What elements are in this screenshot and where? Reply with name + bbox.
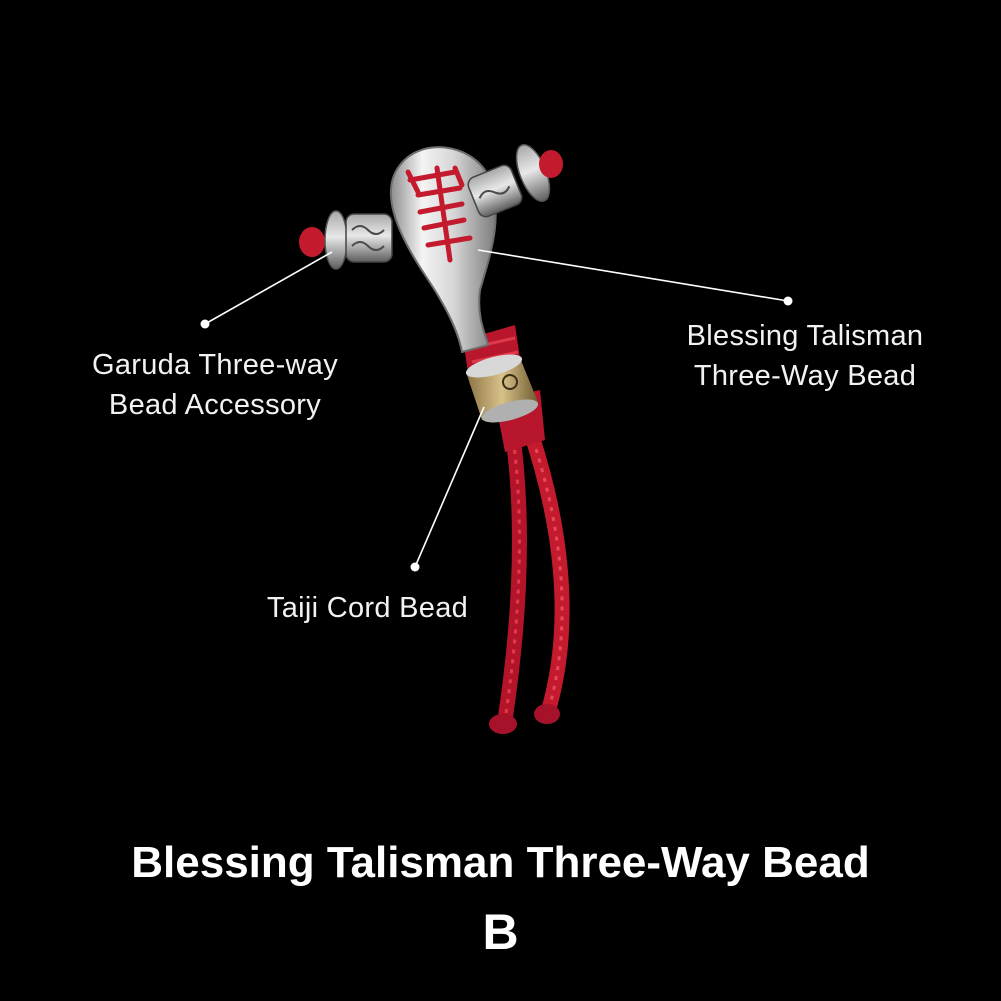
leader-line-garuda (204, 251, 333, 325)
red-cord-tassel (489, 422, 570, 734)
callout-blessing-line1: Blessing Talisman (686, 320, 924, 352)
taiji-cord-bead (465, 354, 539, 423)
callout-taiji-cord-bead: Taiji Cord Bead (240, 588, 495, 628)
callout-garuda-line2: Bead Accessory (108, 389, 322, 421)
leader-dot-garuda (200, 319, 210, 329)
garuda-accessory-left (299, 210, 393, 270)
blessing-talisman-bead (389, 146, 497, 354)
callout-blessing-talisman: Blessing Talisman Three-Way Bead (655, 316, 955, 396)
garuda-accessory-right (467, 144, 563, 218)
leader-line-taiji (414, 406, 485, 568)
leader-line-blessing (477, 249, 789, 302)
callout-blessing-line2: Three-Way Bead (693, 360, 917, 392)
leader-lines (204, 249, 789, 568)
callout-garuda-accessory: Garuda Three-way Bead Accessory (60, 345, 370, 425)
leader-dot-taiji (410, 562, 420, 572)
product-title: Blessing Talisman Three-Way Bead (131, 838, 870, 887)
callout-garuda-line1: Garuda Three-way (91, 349, 339, 381)
callout-taiji-line1: Taiji Cord Bead (266, 592, 469, 624)
product-variant-label: B (482, 904, 519, 960)
leader-dot-blessing (783, 296, 793, 306)
